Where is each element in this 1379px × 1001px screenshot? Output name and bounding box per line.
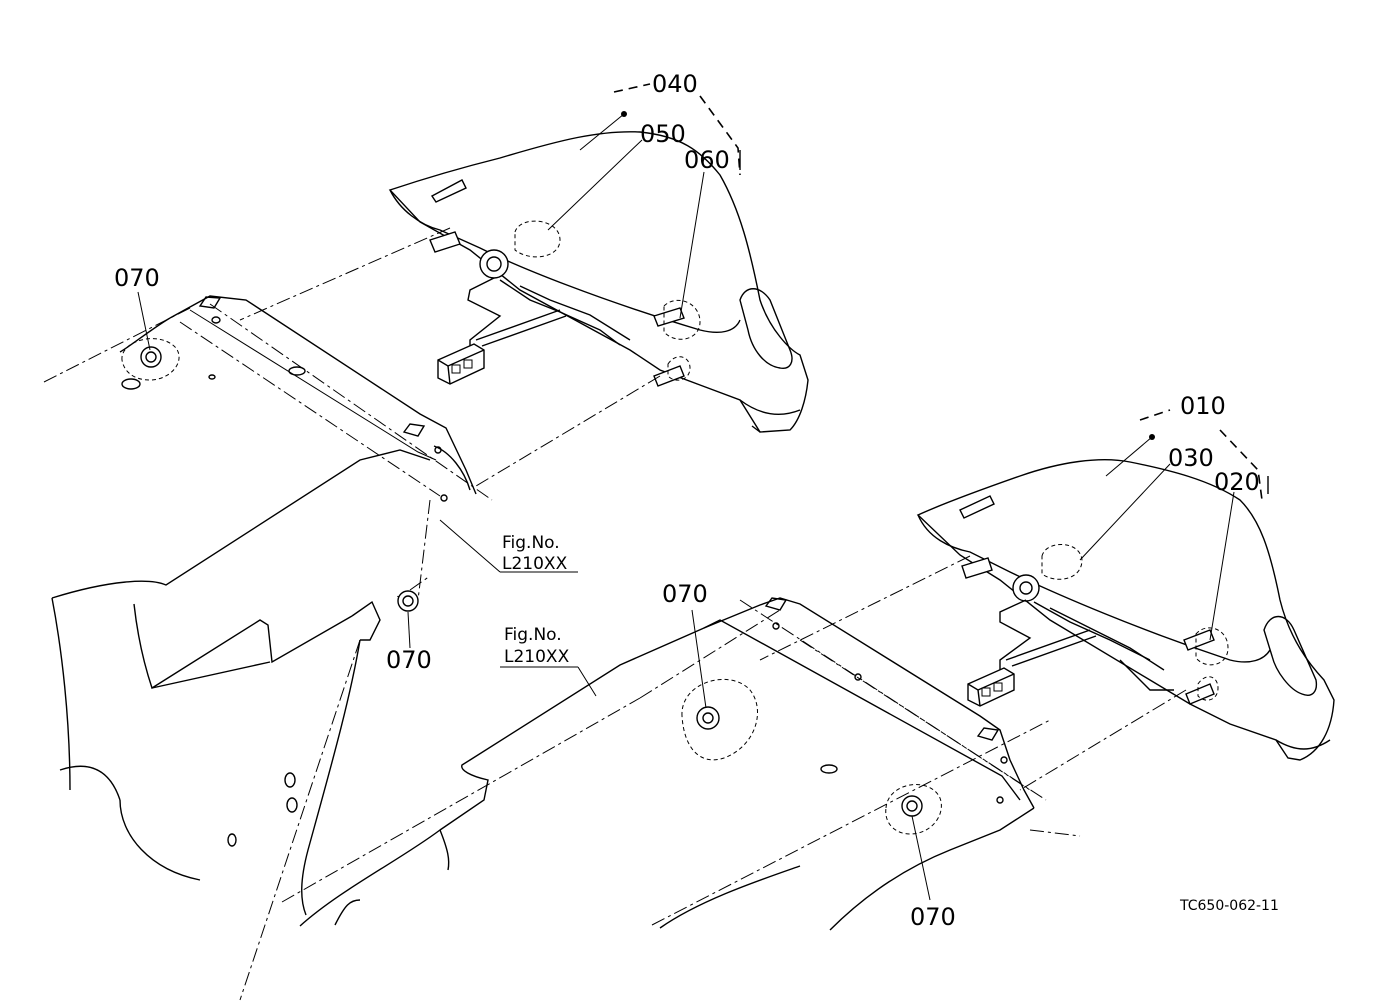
nut-070-d (885, 784, 942, 901)
callout-060: 060 (684, 146, 730, 174)
figref-center-code: L210XX (504, 647, 570, 667)
callout-050: 050 (640, 120, 686, 148)
fender-frame (43, 295, 1081, 1001)
figref-left-code: L210XX (502, 554, 568, 574)
drawing-number: TC650-062-11 (1179, 898, 1279, 914)
figref-center-label: Fig.No. (504, 625, 562, 645)
callout-040: 040 (652, 70, 698, 98)
callout-070-a: 070 (114, 264, 160, 292)
rear-lamp-assembly-left (239, 83, 809, 487)
figref-left-leader (439, 519, 578, 573)
callout-070-c: 070 (662, 580, 708, 608)
callout-010: 010 (1180, 392, 1226, 420)
nut-070-c (681, 609, 758, 761)
rear-lamp-assembly-right (759, 409, 1335, 791)
nut-070-a (121, 291, 180, 381)
callout-030: 030 (1168, 444, 1214, 472)
figref-left-label: Fig.No. (502, 533, 560, 553)
nut-070-b (397, 575, 431, 649)
figref-center-leader (500, 666, 597, 697)
callout-020: 020 (1214, 468, 1260, 496)
callout-070-b: 070 (386, 646, 432, 674)
callout-070-d: 070 (910, 903, 956, 931)
